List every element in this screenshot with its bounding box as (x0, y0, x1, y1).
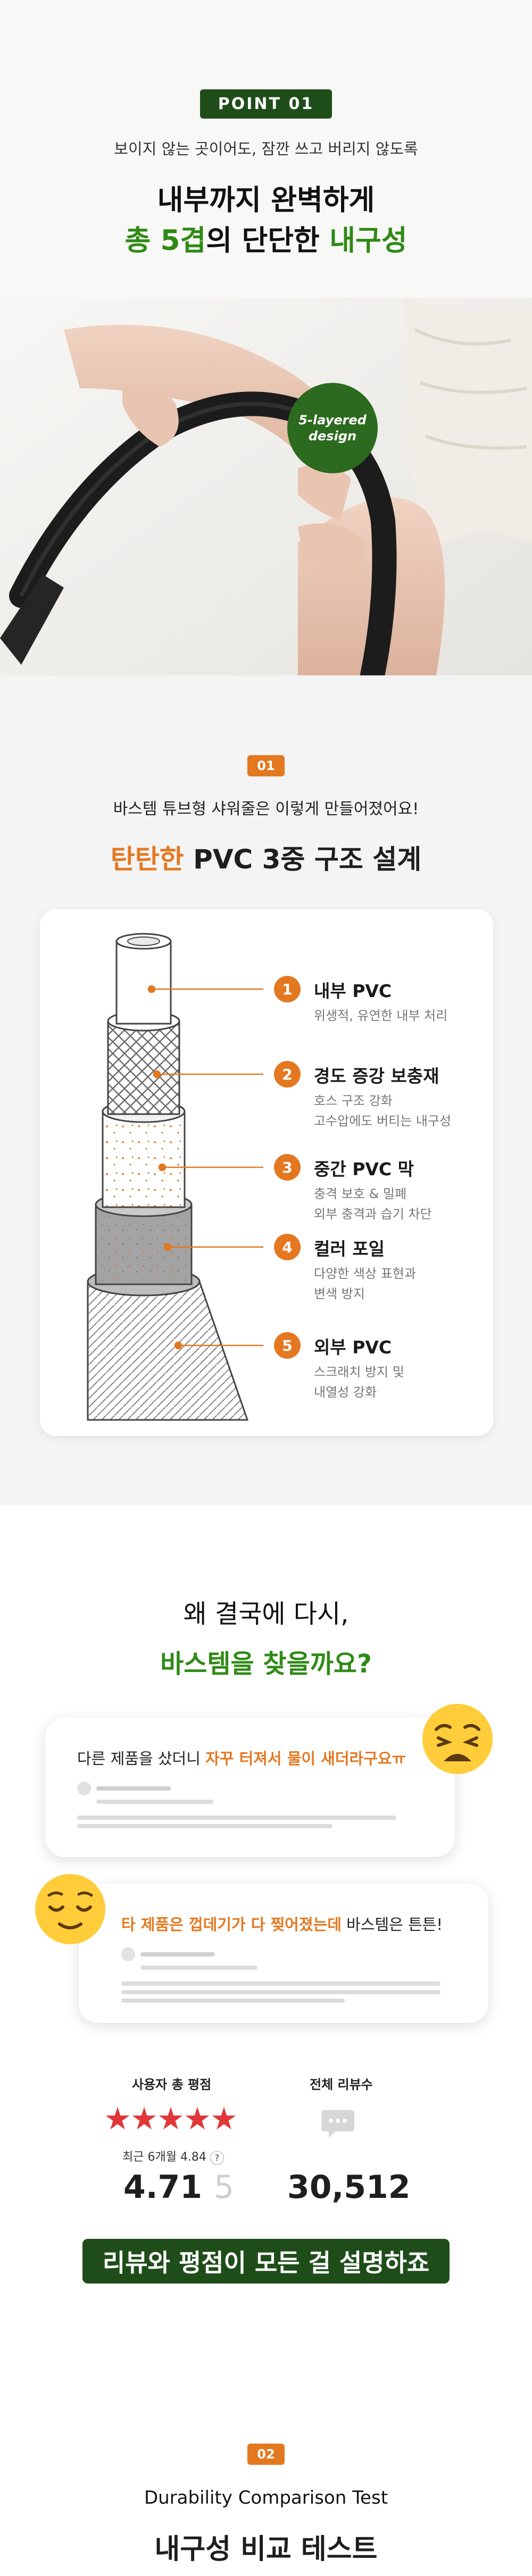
layer-name: 경도 증강 보충재 (314, 1066, 439, 1086)
bubble-1-highlight: 자꾸 터져서 물이 새더라구요ㅠ (205, 1750, 406, 1768)
reviews-count-label: 전체 리뷰수 (310, 2077, 373, 2092)
review-text-line (77, 1824, 332, 1828)
chat-bubble-icon (321, 2110, 354, 2138)
layer-desc-line-2: 외부 충격과 습기 차단 (314, 1207, 432, 1222)
title-line-2-middle: 의 단단한 (206, 224, 330, 257)
durability-header: 02 Durability Comparison Test 내구성 비교 테스트 (0, 2356, 532, 2566)
layer-desc-line-1: 위생적, 유연한 내부 처리 (314, 1008, 448, 1023)
layer-name: 외부 PVC (314, 1337, 392, 1358)
review-preview-1 (77, 1782, 418, 1828)
review-text-line (77, 1816, 396, 1820)
review-text-line (140, 1966, 257, 1970)
help-icon[interactable]: ? (210, 2151, 224, 2165)
bubble-2-highlight: 타 제품은 껍데기가 다 찢어졌는데 (121, 1916, 342, 1934)
why-line-2: 바스템을 찾을까요? (160, 1649, 372, 1679)
durability-title-rest: 비교 테스트 (231, 2533, 378, 2565)
point-01-section: POINT 01 보이지 않는 곳이어도, 잠깐 쓰고 버리지 않도록 내부까지… (0, 0, 532, 675)
reviewer-meta-line (140, 1952, 215, 1956)
layer-desc-line-2: 내열성 강화 (314, 1385, 377, 1400)
bubble-2-suffix: 바스템은 튼튼! (341, 1916, 443, 1934)
layer-desc-line-1: 호스 구조 강화 (314, 1093, 393, 1108)
layer-number: 4 (274, 1234, 301, 1260)
layer-structure-card: 1 내부 PVC 위생적, 유연한 내부 처리 2 경도 증강 보충재 호스 구… (40, 909, 493, 1436)
layer-number: 1 (274, 976, 301, 1002)
layer-name: 중간 PVC 막 (314, 1159, 414, 1180)
hose-photo (0, 298, 532, 675)
reviewer-meta-line (96, 1786, 171, 1791)
structure-subtitle: 바스템 튜브형 샤워줄은 이렇게 만들어졌어요! (113, 800, 419, 818)
review-text-line (96, 1800, 213, 1804)
structure-title-rest: PVC 3중 구조 설계 (184, 844, 422, 875)
number-badge-02: 02 (247, 2444, 285, 2465)
badge-line-2: design (308, 429, 357, 444)
layer-description: 위생적, 유연한 내부 처리 (314, 1006, 447, 1026)
rating-label: 사용자 총 평점 (132, 2077, 212, 2092)
reviewer-row (121, 1947, 462, 1961)
rating-stars: ★★★★★ (104, 2101, 238, 2137)
rating-recent: 최근 6개월 4.84 ? (122, 2147, 224, 2165)
point-01-header: POINT 01 보이지 않는 곳이어도, 잠깐 쓰고 버리지 않도록 내부까지… (0, 0, 532, 261)
point-01-title: 내부까지 완벽하게 총 5겹의 단단한 내구성 (0, 180, 532, 261)
badge-line-1: 5-layered (298, 413, 367, 428)
review-summary-banner: 리뷰와 평점이 모든 걸 설명하죠 (82, 2239, 450, 2284)
structure-header: 01 바스템 튜브형 샤워줄은 이렇게 만들어졌어요! 탄탄한 PVC 3중 구… (0, 675, 532, 876)
durability-subtitle: Durability Comparison Test (144, 2487, 388, 2508)
point-badge: POINT 01 (200, 89, 332, 119)
weary-face-icon (422, 1704, 493, 1774)
durability-title: 내구성 비교 테스트 (0, 2527, 532, 2566)
review-bubble-1-title: 다른 제품을 샀더니 자꾸 터져서 물이 새더라구요ㅠ (77, 1746, 406, 1769)
rating-value-number: 4.71 (123, 2169, 203, 2206)
structure-section: 01 바스템 튜브형 샤워줄은 이렇게 만들어졌어요! 탄탄한 PVC 3중 구… (0, 675, 532, 1505)
title-line-1: 내부까지 완벽하게 (157, 184, 375, 216)
layer-desc-line-1: 스크래치 방지 및 (314, 1365, 404, 1379)
rating-value: 4.71 5 (123, 2169, 234, 2206)
point-01-subtitle: 보이지 않는 곳이어도, 잠깐 쓰고 버리지 않도록 (114, 140, 418, 158)
structure-title-highlight: 탄탄한 (110, 844, 184, 875)
review-bubble-1: 다른 제품을 샀더니 자꾸 터져서 물이 새더라구요ㅠ (45, 1718, 455, 1857)
structure-title: 탄탄한 PVC 3중 구조 설계 (0, 838, 532, 876)
rating-max: 5 (214, 2169, 235, 2206)
title-line-2-highlight-1: 5겹 (160, 224, 206, 257)
number-badge-01: 01 (247, 755, 285, 776)
bubble-1-prefix: 다른 제품을 샀더니 (77, 1750, 206, 1768)
layer-name: 내부 PVC (314, 981, 392, 1001)
review-text-line (121, 1998, 345, 2003)
review-text-line (121, 1990, 440, 1994)
layer-name: 컬러 포일 (314, 1239, 385, 1259)
avatar (121, 1947, 135, 1961)
avatar (77, 1782, 91, 1795)
relieved-face-icon (35, 1874, 105, 1944)
layer-number: 5 (274, 1332, 301, 1359)
layer-number: 3 (274, 1154, 301, 1181)
review-text-line (121, 1981, 440, 1986)
durability-test-section: 02 Durability Comparison Test 내구성 비교 테스트 (0, 2356, 532, 2576)
title-line-2-prefix: 총 (124, 224, 161, 257)
why-section: 왜 결국에 다시, 바스템을 찾을까요? 다른 제품을 샀더니 자꾸 터져서 물… (0, 1505, 532, 2356)
why-line-1: 왜 결국에 다시, (183, 1599, 349, 1629)
layer-number: 2 (274, 1061, 301, 1088)
review-bubble-2-title: 타 제품은 껍데기가 다 찢어졌는데 바스템은 튼튼! (121, 1912, 443, 1935)
layer-desc-line-1: 충격 보호 & 밀폐 (314, 1186, 407, 1201)
reviews-count-value: 30,512 (287, 2169, 411, 2206)
rating-recent-text: 최근 6개월 4.84 (122, 2151, 206, 2164)
layer-desc-line-1: 다양한 색상 표현과 (314, 1266, 416, 1281)
hose-layers-illustration (87, 933, 263, 1421)
durability-title-bold: 내구성 (154, 2533, 231, 2565)
title-line-2-highlight-2: 내구성 (329, 224, 408, 257)
reviewer-row (77, 1782, 418, 1795)
layer-desc-line-2: 고수압에도 버티는 내구성 (314, 1114, 452, 1128)
review-bubble-2: 타 제품은 껍데기가 다 찢어졌는데 바스템은 튼튼! (79, 1884, 488, 2023)
review-preview-2 (121, 1947, 462, 2003)
layer-desc-line-2: 변색 방지 (314, 1286, 365, 1301)
why-header: 왜 결국에 다시, 바스템을 찾을까요? (0, 1505, 532, 1680)
